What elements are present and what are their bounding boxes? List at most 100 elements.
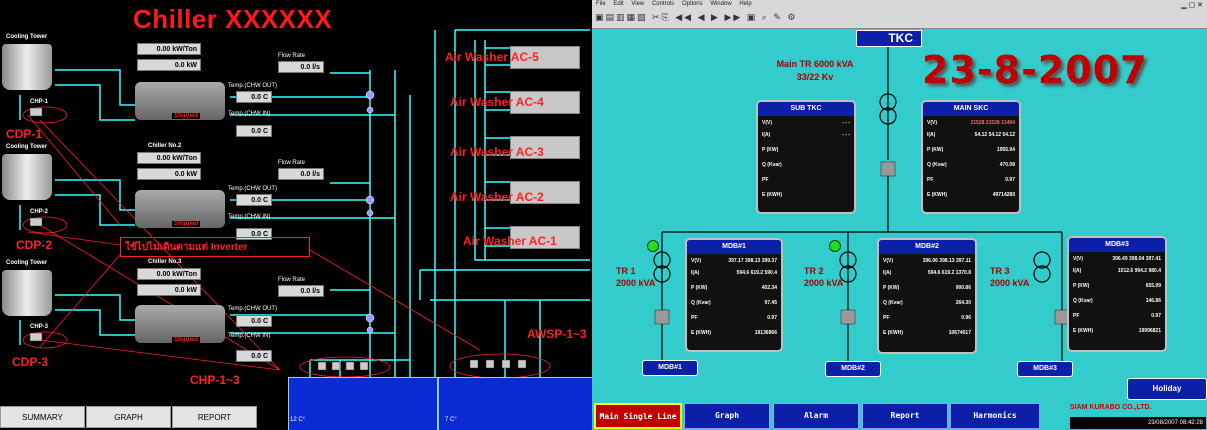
tkc-label[interactable]: TKC	[856, 30, 922, 47]
chiller-name: Chiller No.3	[148, 259, 182, 265]
panel-title: MAIN SKC	[923, 102, 1019, 116]
temp-out-display: 0.0 C	[236, 315, 272, 327]
nav-report[interactable]: Report	[862, 403, 948, 429]
menu-file[interactable]: File	[596, 1, 606, 7]
cdp-3-label: CDP-3	[12, 355, 49, 369]
screen-title: Chiller XXXXXX	[133, 4, 333, 34]
menu-edit[interactable]: Edit	[613, 1, 624, 7]
summary-button[interactable]: SUMMARY	[0, 406, 85, 428]
status-bar: 23/08/2007 08:42:28	[1070, 417, 1206, 429]
panel-title: SUB TKC	[758, 102, 854, 116]
temp-in-label: Temp.(CHW IN)	[228, 333, 271, 339]
tank-right-temp: 7 C°	[445, 417, 457, 423]
air-washer-label: Air Washer AC-2	[450, 190, 544, 204]
cooling-tower-icon	[2, 270, 52, 316]
cooling-tower-icon	[2, 154, 52, 200]
kw-display: 0.0 kW	[137, 284, 201, 296]
main-tr-voltage: 33/22 Kv	[796, 72, 834, 82]
nav-alarm[interactable]: Alarm	[773, 403, 859, 429]
panel-title: MDB#2	[879, 240, 975, 254]
menu-help[interactable]: Help	[739, 1, 752, 7]
main-tr-rating: Main TR 6000 kVA	[776, 59, 854, 69]
flow-rate-label: Flow Rate	[278, 277, 306, 283]
cooling-tower-1[interactable]: Cooling Tower	[2, 34, 52, 92]
app-toolbar: File Edit View Controls Options Window H…	[592, 0, 1207, 29]
air-washer-unit-4[interactable]	[510, 91, 580, 114]
temp-in-label: Temp.(CHW IN)	[228, 111, 271, 117]
temp-out-display: 0.0 C	[236, 194, 272, 206]
kw-display: 0.0 kW	[137, 59, 201, 71]
mdb3-panel[interactable]: MDB#3 V(V)396.49 398.04 397.41 I(A)1012.…	[1067, 236, 1167, 352]
company-name: SIAM KURABO CO.,LTD.	[1070, 404, 1152, 411]
chiller-screen: Chiller XXXXXX Cooling Tower Cooling Tow…	[0, 0, 592, 430]
menu-bar: File Edit View Controls Options Window H…	[596, 1, 758, 7]
air-washer-unit-5[interactable]	[510, 46, 580, 69]
mdb2-button[interactable]: MDB#2	[825, 361, 881, 377]
flow-rate-label: Flow Rate	[278, 160, 306, 166]
temp-out-label: Temp.(CHW OUT)	[228, 306, 277, 312]
menu-window[interactable]: Window	[710, 1, 732, 7]
chiller-status: Stopped	[172, 337, 200, 343]
menu-options[interactable]: Options	[681, 1, 703, 7]
kw-display: 0.0 kW	[137, 168, 201, 180]
panel-title: MDB#1	[687, 240, 781, 254]
nav-harmonics[interactable]: Harmonics	[950, 403, 1040, 429]
cdp-2-label: CDP-2	[16, 238, 53, 252]
temp-out-display: 0.0 C	[236, 91, 272, 103]
date-display: 23-8-2007	[922, 48, 1148, 92]
chilled-water-tank[interactable]	[288, 377, 592, 430]
sub-tkc-panel[interactable]: SUB TKC V(V)- - - I(A)- - - P (KW) Q (Kv…	[756, 100, 856, 214]
cdp-1-label: CDP-1	[6, 127, 43, 141]
main-skc-panel[interactable]: MAIN SKC V(V)21528 21528 21494 I(A)54.12…	[921, 100, 1021, 214]
temp-in-display: 0.0 C	[236, 125, 272, 137]
chiller-3-unit[interactable]	[135, 305, 225, 343]
flow-rate-display: 0.0 l/s	[278, 285, 324, 297]
chiller-status: Stopped	[172, 221, 200, 227]
cooling-tower-2[interactable]: Cooling Tower	[2, 144, 52, 202]
kw-ton-display: 0.00 kW/Ton	[137, 268, 201, 280]
chp-label: CHP-1	[30, 99, 49, 105]
report-button[interactable]: REPORT	[172, 406, 257, 428]
temp-out-label: Temp.(CHW OUT)	[228, 186, 277, 192]
awsp-group-label: AWSP-1~3	[527, 327, 587, 341]
cooling-tower-label: Cooling Tower	[6, 34, 48, 40]
holiday-button[interactable]: Holiday	[1127, 378, 1207, 400]
chp-label: CHP-2	[30, 209, 49, 215]
main-transformer-label: Main TR 6000 kVA 33/22 Kv	[775, 58, 855, 84]
mdb1-button[interactable]: MDB#1	[642, 360, 698, 376]
mdb2-panel[interactable]: MDB#2 V(V)396.06 398.13 397.11 I(A)594.6…	[877, 238, 977, 354]
cooling-tower-icon	[2, 44, 52, 90]
flow-rate-display: 0.0 l/s	[278, 168, 324, 180]
menu-view[interactable]: View	[631, 1, 645, 7]
menu-controls[interactable]: Controls	[651, 1, 675, 7]
air-washer-unit-1[interactable]	[510, 226, 580, 249]
tr2-status-indicator	[829, 240, 841, 252]
mdb3-button[interactable]: MDB#3	[1017, 361, 1073, 377]
panel-title: MDB#3	[1069, 238, 1165, 252]
air-washer-label: Air Washer AC-4	[450, 95, 544, 109]
chiller-name: Chiller No.2	[148, 143, 182, 149]
chiller-status: Stopped	[172, 113, 200, 119]
chp-label: CHP-3	[30, 324, 49, 330]
air-washer-unit-2[interactable]	[510, 181, 580, 204]
single-line-diagram	[653, 47, 1070, 372]
kw-ton-display: 0.00 kW/Ton	[137, 43, 201, 55]
flow-rate-display: 0.0 l/s	[278, 61, 324, 73]
graph-button[interactable]: GRAPH	[86, 406, 171, 428]
chp-group-label: CHP-1~3	[190, 373, 240, 387]
tr1-status-indicator	[647, 240, 659, 252]
temp-in-label: Temp.(CHW IN)	[228, 214, 271, 220]
piping-diagram	[19, 29, 590, 379]
window-controls[interactable]: ▁ ▢ ✕	[1181, 2, 1203, 9]
toolbar-icons[interactable]: ▣▤▥▦▧ ✂⎘ ◀◀ ◀ ▶ ▶▶ ▣ ⌕ ✎ ⚙	[595, 12, 798, 22]
temp-in-display: 0.0 C	[236, 350, 272, 362]
tank-left-temp: 12 C°	[290, 417, 306, 423]
nav-graph[interactable]: Graph	[684, 403, 770, 429]
air-washer-unit-3[interactable]	[510, 136, 580, 159]
cooling-tower-3[interactable]: Cooling Tower	[2, 260, 52, 318]
nav-main-single-line[interactable]: Main Single Line	[594, 403, 682, 429]
mdb1-panel[interactable]: MDB#1 V(V)397.17 398.13 399.37 I(A)594.6…	[685, 238, 783, 352]
